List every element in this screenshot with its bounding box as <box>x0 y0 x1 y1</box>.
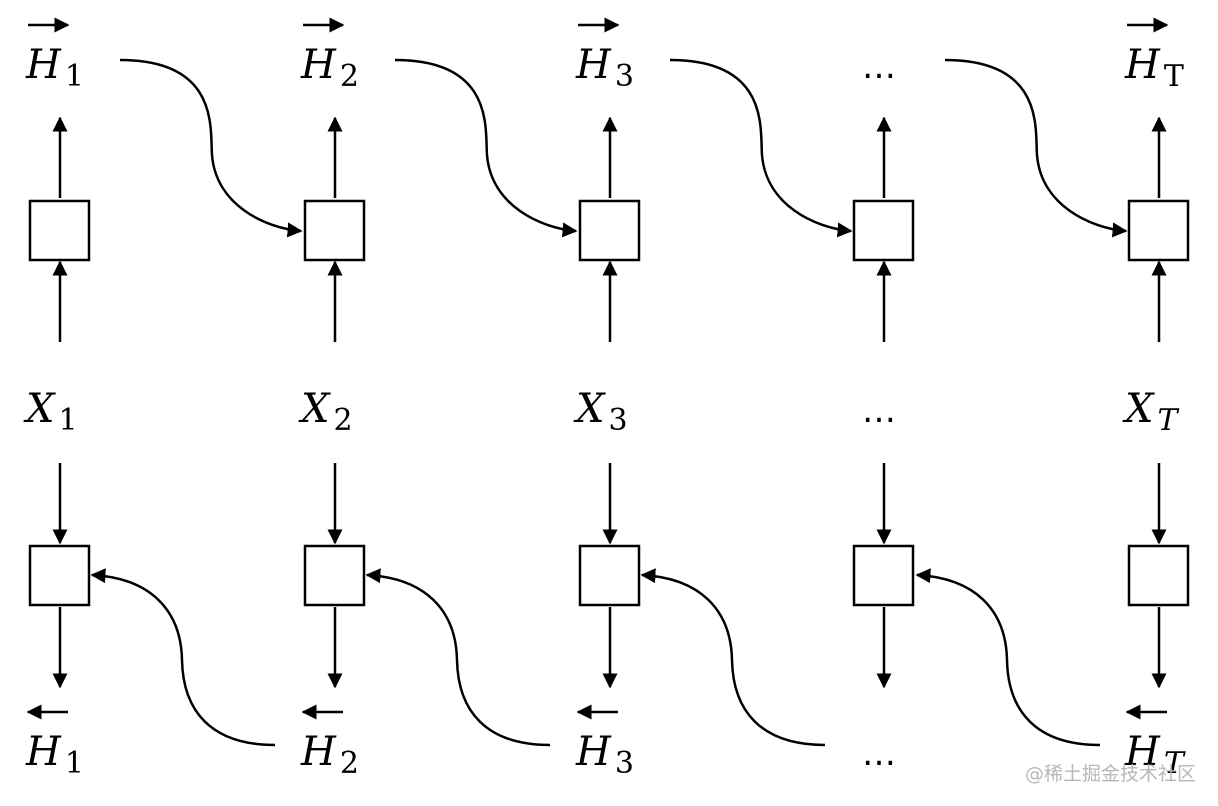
forward-sub-5: T <box>1164 59 1184 94</box>
backward-cell-4 <box>852 544 915 607</box>
input-var-1: X <box>23 386 56 432</box>
forward-recurrent-connection-4 <box>944 58 1128 238</box>
svg-text:H2: H2 <box>300 729 359 781</box>
backward-sub-2: 2 <box>340 746 359 781</box>
forward-recurrent-connection-1 <box>119 58 303 238</box>
watermark: @稀土掘金技术社区 <box>1024 763 1196 785</box>
input-ellipsis: … <box>862 391 896 431</box>
backward-var-2: H <box>300 729 337 775</box>
backward-sub-1: 1 <box>65 746 84 781</box>
backward-recurrent-connection-1 <box>90 568 276 747</box>
input-sub-1: 1 <box>58 403 77 438</box>
backward-var-3: H <box>575 729 612 775</box>
forward-sub-1: 1 <box>65 59 84 94</box>
svg-text:XT: XT <box>1122 386 1179 438</box>
backward-sub-3: 3 <box>615 746 634 781</box>
svg-text:X1: X1 <box>23 386 78 438</box>
svg-text:HT: HT <box>1124 42 1184 94</box>
svg-text:H3: H3 <box>575 42 634 94</box>
backward-cell-5 <box>1127 544 1190 607</box>
forward-var-1: H <box>25 42 62 88</box>
forward-sub-2: 2 <box>340 59 359 94</box>
svg-text:HT: HT <box>1124 729 1186 781</box>
svg-text:H2: H2 <box>300 42 359 94</box>
svg-text:H3: H3 <box>575 729 634 781</box>
column-4: … … … <box>852 47 915 774</box>
input-var-3: X <box>573 386 606 432</box>
forward-ellipsis: … <box>862 47 896 87</box>
backward-sub-5: T <box>1164 746 1186 781</box>
backward-recurrent-connection-4 <box>915 568 1101 747</box>
svg-text:X2: X2 <box>298 386 353 438</box>
backward-var-5: H <box>1124 729 1161 775</box>
forward-recurrent-connection-2 <box>394 58 578 238</box>
backward-recurrent-connection-3 <box>640 568 826 747</box>
input-var-2: X <box>298 386 331 432</box>
svg-text:H1: H1 <box>25 42 84 94</box>
forward-sub-3: 3 <box>615 59 634 94</box>
forward-var-2: H <box>300 42 337 88</box>
forward-cell-1 <box>28 199 91 262</box>
forward-cell-4 <box>852 199 915 262</box>
input-var-5: X <box>1122 386 1155 432</box>
backward-cell-3 <box>578 544 641 607</box>
svg-text:H1: H1 <box>25 729 84 781</box>
backward-cell-1 <box>28 544 91 607</box>
forward-cell-3 <box>578 199 641 262</box>
forward-recurrent-connection-3 <box>669 58 853 238</box>
forward-var-5: H <box>1124 42 1161 88</box>
backward-ellipsis: … <box>862 734 896 774</box>
input-sub-5: T <box>1157 403 1179 438</box>
forward-var-3: H <box>575 42 612 88</box>
backward-var-1: H <box>25 729 62 775</box>
backward-cell-2 <box>303 544 366 607</box>
input-sub-3: 3 <box>608 403 627 438</box>
forward-cell-5 <box>1127 199 1190 262</box>
forward-cell-2 <box>303 199 366 262</box>
svg-text:X3: X3 <box>573 386 628 438</box>
backward-recurrent-connection-2 <box>365 568 551 747</box>
input-sub-2: 2 <box>333 403 352 438</box>
